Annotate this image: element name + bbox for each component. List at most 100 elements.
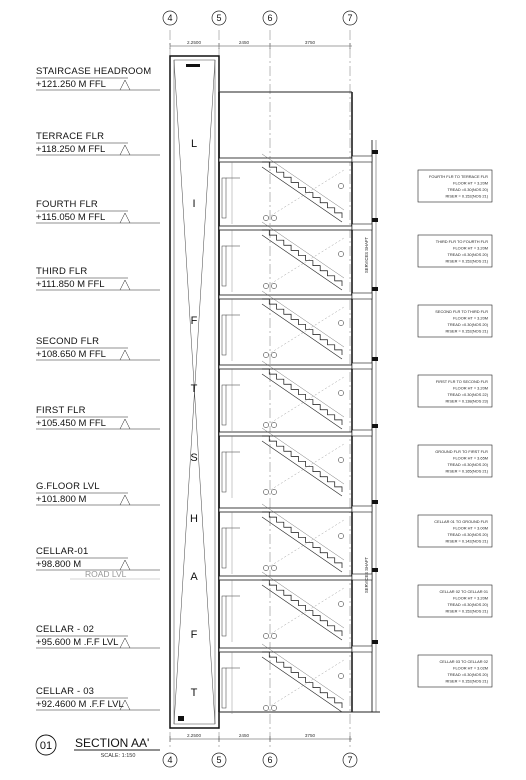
shaft-letter: L (191, 138, 197, 150)
road-level-label: ROAD LVL (85, 569, 127, 579)
stair-note-line: TREAD =0.30(NOS 22) (447, 392, 488, 397)
bottom-dim-3: 3750 (305, 733, 316, 738)
grid-label: 6 (267, 13, 272, 23)
title-number: 01 (40, 740, 52, 752)
shaft-letter: H (190, 513, 198, 525)
stair-note-line: FLOOR HT = 3.00M (453, 526, 488, 531)
level-elevation: +108.650 M FFL (36, 349, 106, 360)
shaft-letter: A (190, 571, 198, 583)
stair-note-line: RISER = 0.142(NOS 21) (446, 539, 489, 544)
top-dim-2: 2450 (239, 40, 250, 45)
stair-flight (262, 298, 343, 355)
stair-note-line: FOURTH FLR TO TERRACE FLR (429, 174, 488, 179)
stair-note-line: TREAD =0.30(NOS 20) (447, 252, 488, 257)
stair-note-line: CELLAR 01 TO GROUND FLR (434, 519, 488, 524)
stair-note-line: TREAD =0.30(NOS 20) (447, 322, 488, 327)
services-shaft-label-upper: SERVICES SHAFT (364, 237, 369, 273)
grid-label: 5 (216, 755, 221, 765)
stair-flight (262, 435, 343, 492)
level-elevation: +111.850 M FFL (36, 279, 105, 290)
stair-note-box: FOURTH FLR TO TERRACE FLR FLOOR HT = 3.20… (417, 169, 493, 203)
floor-slab (218, 500, 378, 574)
level-marker: CELLAR - 03+92.4600 M .F.F LVL (36, 686, 160, 711)
level-name: CELLAR - 03 (36, 686, 94, 697)
stair-flight (262, 511, 343, 568)
stair-note-line: RISER = 0.165(NOS 21) (446, 469, 489, 474)
stair-note-line: FLOOR HT = 3.20M (453, 181, 488, 186)
grid-label: 4 (167, 755, 172, 765)
grid-bubble (342, 752, 358, 768)
shaft-letter: I (192, 198, 195, 210)
level-marker: G.FLOOR LVL +101.800 M (36, 481, 160, 506)
stair-core (218, 91, 380, 713)
floor-slab (218, 150, 378, 224)
stair-note-line: RISER = 0.138(NOS 23) (446, 399, 489, 404)
grid-label: 7 (347, 13, 352, 23)
level-marker: STAIRCASE HEADROOM+121.250 M FFL (36, 66, 160, 91)
grid-label: 7 (347, 755, 352, 765)
shaft-letter: F (191, 629, 198, 641)
grid-label: 4 (167, 13, 172, 23)
floor-slab (218, 424, 378, 498)
level-name: FOURTH FLR (36, 199, 98, 210)
shaft-letter: F (191, 315, 198, 327)
stair-note-line: FLOOR HT = 3.65M (453, 456, 488, 461)
stair-flight (262, 651, 343, 708)
level-name: G.FLOOR LVL (36, 481, 100, 492)
level-marker: CELLAR-01 +98.800 M (36, 546, 160, 571)
grid-bubble (262, 752, 278, 768)
level-marker: FOURTH FLR +115.050 M FFL (36, 199, 160, 224)
stair-note-line: FIRST FLR TO SECOND FLR (436, 379, 488, 384)
stair-note-box: CELLAR 01 TO GROUND FLR FLOOR HT = 3.00MT… (417, 514, 493, 548)
level-elevation: +121.250 M FFL (36, 79, 106, 90)
level-marker: THIRD FLR +111.850 M FFL (36, 266, 160, 291)
bottom-dim-2: 2450 (239, 733, 250, 738)
stair-note-line: FLOOR HT = 3.02M (453, 666, 488, 671)
lift-pit-mark (178, 716, 184, 721)
grid-label: 5 (216, 13, 221, 23)
services-shaft-label-lower: SERVICES SHAFT (364, 557, 369, 593)
level-elevation: +95.600 M .F.F LVL (36, 637, 118, 648)
level-elevation: +98.800 M (36, 559, 81, 570)
level-elevation: +101.800 M (36, 494, 87, 505)
stair-note-line: RISER = 0.152(NOS 21) (446, 329, 489, 334)
stair-flight (262, 229, 343, 286)
stair-flight (262, 368, 343, 425)
lift-machine-mark (186, 64, 200, 67)
floor-slab (218, 640, 378, 714)
level-elevation: +115.050 M FFL (36, 212, 105, 223)
stair-note-line: TREAD =0.30(NOS 20) (447, 602, 488, 607)
grid-bubble (211, 752, 227, 768)
stair-note-line: CELLAR 02 TO CELLAR 01 (439, 589, 488, 594)
stair-note-line: FLOOR HT = 3.20M (453, 386, 488, 391)
grid-bubble (162, 10, 178, 26)
stair-note-line: RISER = 0.152(NOS 21) (446, 679, 489, 684)
title-block: 01 SECTION AA' SCALE: 1:150 (35, 734, 160, 759)
stair-notes: FOURTH FLR TO TERRACE FLR FLOOR HT = 3.20… (417, 169, 493, 688)
level-marker: SECOND FLR+108.650 M FFL (36, 336, 160, 361)
level-name: CELLAR-01 (36, 546, 89, 557)
stair-note-line: THIRD FLR TO FOURTH FLR (436, 239, 489, 244)
level-name: FIRST FLR (36, 405, 86, 416)
shaft-letter: T (191, 687, 198, 699)
stair-note-box: THIRD FLR TO FOURTH FLR FLOOR HT = 3.20MT… (417, 234, 493, 268)
level-name: CELLAR - 02 (36, 624, 94, 635)
stair-note-line: FLOOR HT = 3.20M (453, 596, 488, 601)
section-title: SECTION AA' (75, 736, 149, 750)
floor-slab (218, 287, 378, 361)
stair-note-line: FLOOR HT = 3.20M (453, 316, 488, 321)
stair-note-line: TREAD =0.30(NOS 20) (447, 532, 488, 537)
floors-layer (218, 150, 378, 714)
level-marker: CELLAR - 02 +95.600 M .F.F LVL (36, 624, 160, 649)
shaft-letter: S (190, 452, 197, 464)
level-elevation: +118.250 M FFL (36, 144, 105, 155)
floor-slab (218, 357, 378, 431)
grid-bubble (211, 10, 227, 26)
level-name: THIRD FLR (36, 266, 87, 277)
section-scale: SCALE: 1:150 (101, 753, 136, 759)
stair-note-line: FLOOR HT = 3.20M (453, 246, 488, 251)
